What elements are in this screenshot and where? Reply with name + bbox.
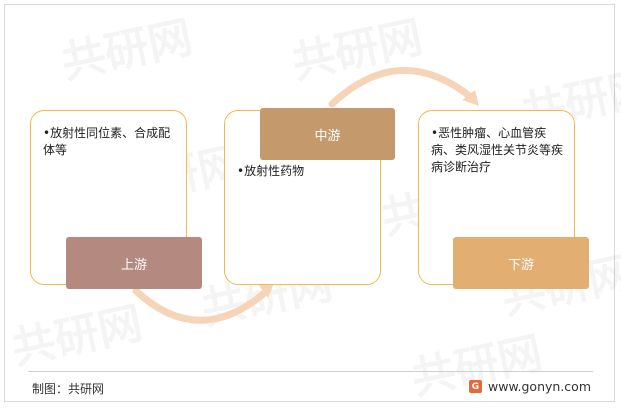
arrow-head-1 <box>258 283 274 298</box>
outer-frame <box>4 4 615 402</box>
upstream-description: •放射性同位素、合成配体等 <box>43 126 171 157</box>
footer-website: G www.gonyn.com <box>469 379 591 394</box>
midstream-description: •放射性药物 <box>237 164 305 178</box>
footer-divider <box>28 371 593 372</box>
upstream-label: 上游 <box>66 237 202 289</box>
gonyn-logo-icon: G <box>469 380 482 393</box>
downstream-description: •恶性肿瘤、心血管疾病、类风湿性关节炎等疾病诊断治疗 <box>431 126 564 174</box>
upstream-card: •放射性同位素、合成配体等 <box>30 110 187 285</box>
arrow-head-2 <box>462 90 479 106</box>
arrow-midstream-to-downstream <box>328 67 476 108</box>
downstream-label: 下游 <box>453 237 589 289</box>
footer-source: 制图：共研网 <box>32 382 105 396</box>
arrow-upstream-to-midstream <box>132 286 272 324</box>
midstream-label: 中游 <box>260 108 395 160</box>
website-url: www.gonyn.com <box>488 379 591 394</box>
